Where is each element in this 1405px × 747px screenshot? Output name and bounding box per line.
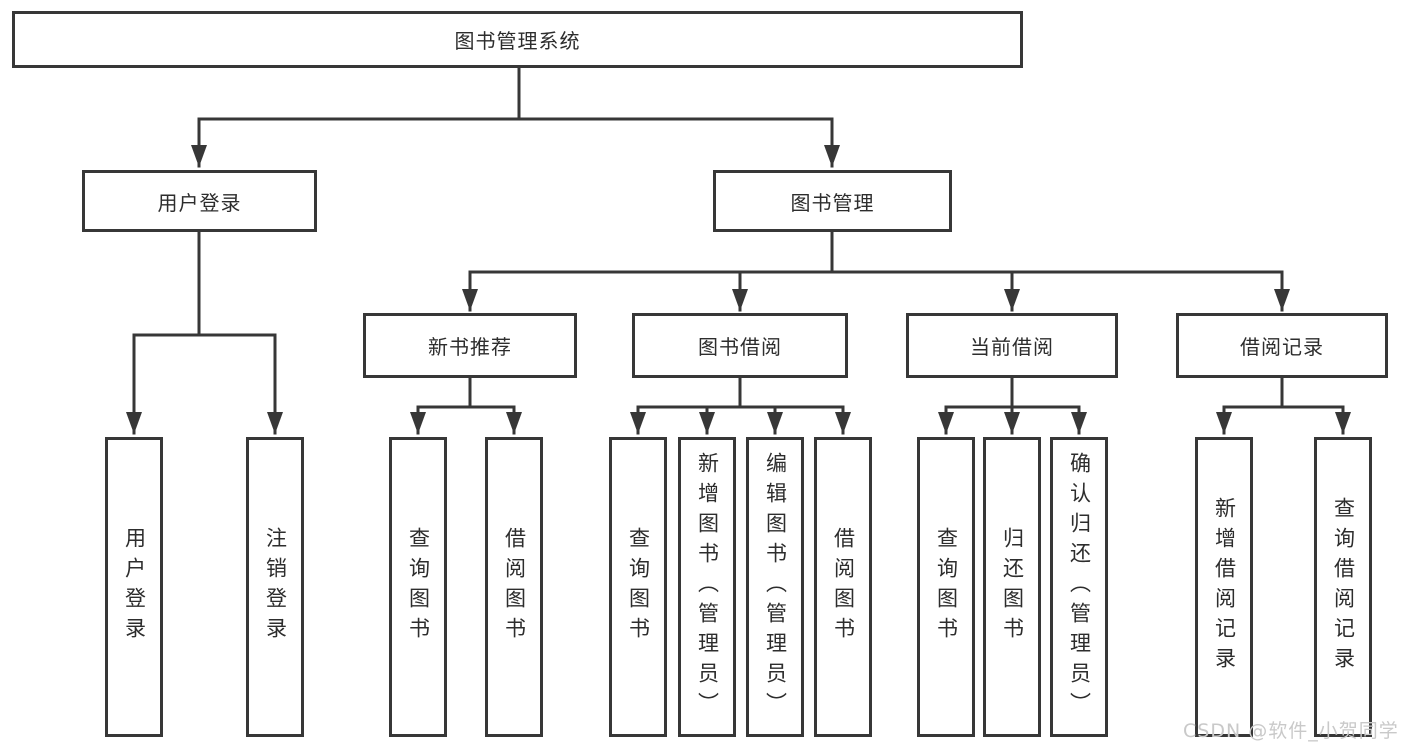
leaf-label: 查询图书: [406, 527, 431, 647]
leaf-label: 归还图书: [1000, 527, 1025, 647]
leaf-label: 注销登录: [263, 527, 288, 647]
node-current-borrowing: 当前借阅: [906, 313, 1118, 378]
leaf-borrow-books-recommend: 借阅图书: [485, 437, 543, 737]
leaf-query-books-current: 查询图书: [917, 437, 975, 737]
leaf-edit-books-admin: 编辑图书（管理员）: [746, 437, 804, 737]
node-borrowing-records: 借阅记录: [1176, 313, 1388, 378]
leaf-label: 用户登录: [122, 527, 147, 647]
leaf-logout: 注销登录: [246, 437, 304, 737]
leaf-add-borrow-record: 新增借阅记录: [1195, 437, 1253, 737]
leaf-label: 编辑图书（管理员）: [763, 452, 788, 722]
node-book-borrowing: 图书借阅: [632, 313, 848, 378]
node-user-login: 用户登录: [82, 170, 317, 232]
leaf-query-books-recommend: 查询图书: [389, 437, 447, 737]
leaf-return-books: 归还图书: [983, 437, 1041, 737]
leaf-confirm-return-admin: 确认归还（管理员）: [1050, 437, 1108, 737]
leaf-label: 借阅图书: [831, 527, 856, 647]
node-book-management: 图书管理: [713, 170, 952, 232]
leaf-label: 查询图书: [934, 527, 959, 647]
leaf-query-borrow-record: 查询借阅记录: [1314, 437, 1372, 737]
node-library-management-system: 图书管理系统: [12, 11, 1023, 68]
leaf-label: 借阅图书: [502, 527, 527, 647]
node-new-book-recommendation: 新书推荐: [363, 313, 577, 378]
leaf-label: 新增借阅记录: [1212, 497, 1237, 677]
leaf-label: 新增图书（管理员）: [695, 452, 720, 722]
leaf-borrow-books: 借阅图书: [814, 437, 872, 737]
leaf-query-books-borrowing: 查询图书: [609, 437, 667, 737]
leaf-add-books-admin: 新增图书（管理员）: [678, 437, 736, 737]
leaf-label: 确认归还（管理员）: [1067, 452, 1092, 722]
csdn-watermark: CSDN @软件_小贺同学: [1183, 720, 1399, 742]
leaf-user-login: 用户登录: [105, 437, 163, 737]
leaf-label: 查询借阅记录: [1331, 497, 1356, 677]
leaf-label: 查询图书: [626, 527, 651, 647]
